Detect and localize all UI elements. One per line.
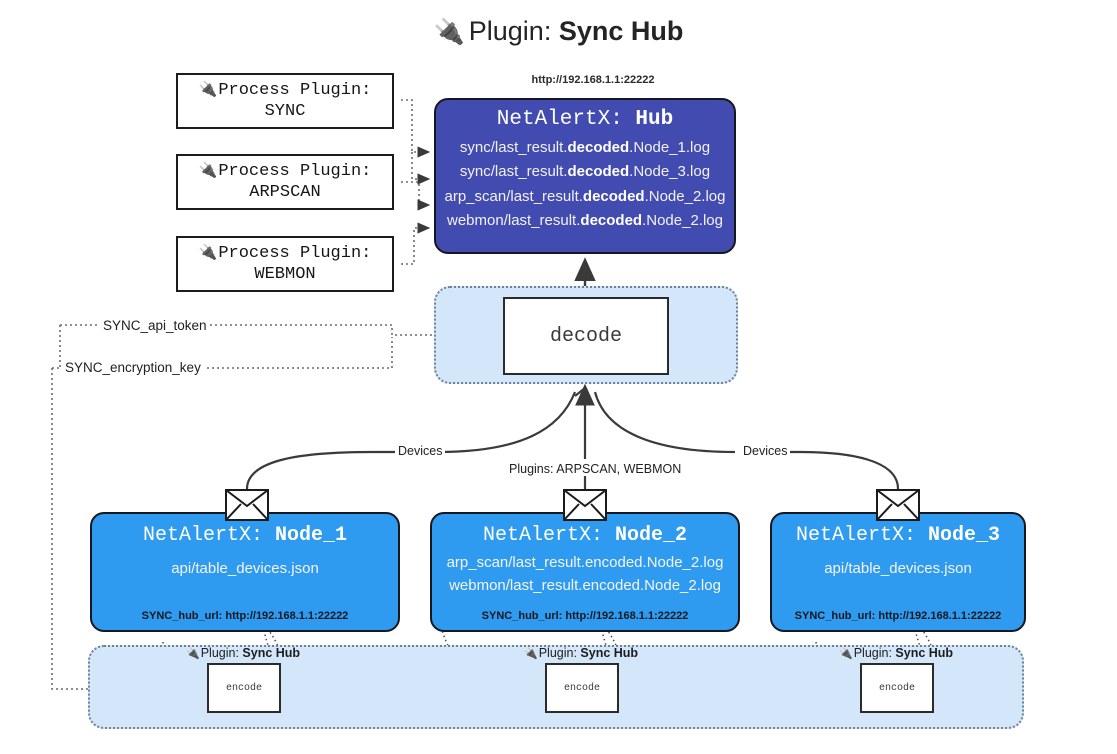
envelope-icon (225, 489, 269, 521)
node-title-prefix: NetAlertX: (482, 524, 615, 547)
node-hub-url-footer: SYNC_hub_url: http://192.168.1.1:22222 (141, 610, 349, 622)
hub-log-line: sync/last_result.decoded.Node_3.log (436, 160, 734, 184)
encode-plugin-label-name: Sync Hub (242, 646, 301, 660)
node-title-name: Node_2 (615, 524, 688, 547)
plug-icon: 🔌 (198, 244, 218, 262)
encode-plugin-label-1: 🔌Plugin: Sync Hub (186, 646, 300, 660)
node-title-name: Node_1 (275, 524, 348, 547)
encode-plugin-label-name: Sync Hub (580, 646, 639, 660)
process-plugin-arpscan[interactable]: 🔌Process Plugin: ARPSCAN (176, 154, 394, 210)
hub-log-line: webmon/last_result.decoded.Node_2.log (436, 209, 734, 233)
hub-url-label: http://192.168.1.1:22222 (531, 74, 655, 86)
node-line: api/table_devices.json (824, 560, 972, 577)
page-title: 🔌Plugin: Sync Hub (0, 16, 1117, 47)
hub-log-em: decoded (580, 212, 643, 230)
hub-log-pre: webmon/last_result. (447, 212, 581, 230)
decode-box[interactable]: decode (503, 297, 669, 375)
plug-icon: 🔌 (198, 81, 218, 99)
hub-log-post: .Node_1.log (629, 139, 711, 156)
hub-log-post: .Node_2.log (642, 212, 723, 230)
hub-box[interactable]: NetAlertX: Hub sync/last_result.decoded.… (434, 98, 736, 254)
hub-log-pre: sync/last_result. (459, 139, 568, 156)
envelope-icon (563, 489, 607, 521)
hub-log-em: decoded (567, 139, 630, 156)
process-plugin-arpscan-line2: ARPSCAN (249, 183, 321, 202)
encode-box-3[interactable]: encode (860, 663, 934, 713)
node-title: NetAlertX: Node_1 (92, 524, 398, 547)
hub-log-em: decoded (567, 163, 630, 181)
sync-api-token-label: SYNC_api_token (100, 318, 210, 333)
process-plugin-webmon-line2: WEBMON (254, 265, 316, 284)
page-title-name: Sync Hub (558, 16, 684, 46)
node-title: NetAlertX: Node_3 (772, 524, 1024, 547)
node-line: webmon/last_result.encoded.Node_2.log (449, 577, 721, 595)
encode-plugin-label-2: 🔌Plugin: Sync Hub (524, 646, 638, 660)
process-plugin-sync-line1: Process Plugin: (218, 80, 372, 100)
process-plugin-webmon[interactable]: 🔌Process Plugin: WEBMON (176, 236, 394, 292)
node-hub-url-footer: SYNC_hub_url: http://192.168.1.1:22222 (794, 610, 1002, 622)
node-title-prefix: NetAlertX: (795, 524, 928, 547)
hub-log-line: arp_scan/last_result.decoded.Node_2.log (436, 185, 734, 209)
encode-box-1[interactable]: encode (207, 663, 281, 713)
hub-title: NetAlertX: Hub (436, 108, 734, 131)
hub-log-pre: arp_scan/last_result. (444, 187, 583, 205)
hub-log-post: .Node_2.log (644, 187, 726, 205)
encode-plugin-label-prefix: Plugin: (200, 646, 243, 660)
node-box-node-2[interactable]: NetAlertX: Node_2 arp_scan/last_result.e… (430, 512, 740, 632)
encode-box-2[interactable]: encode (545, 663, 619, 713)
encode-plugin-label-prefix: Plugin: (538, 646, 581, 660)
encode-plugin-label-prefix: Plugin: (853, 646, 896, 660)
hub-title-name: Hub (635, 108, 674, 131)
plug-icon: 🔌 (839, 648, 853, 660)
edge-label-devices-left: Devices (395, 444, 446, 458)
plug-icon: 🔌 (186, 648, 200, 660)
node-hub-url-footer: SYNC_hub_url: http://192.168.1.1:22222 (481, 610, 689, 622)
hub-log-line: sync/last_result.decoded.Node_1.log (436, 136, 734, 160)
node-line: arp_scan/last_result.encoded.Node_2.log (446, 554, 724, 571)
process-plugin-sync[interactable]: 🔌Process Plugin: SYNC (176, 73, 394, 129)
plug-icon: 🔌 (524, 648, 538, 660)
node-title-prefix: NetAlertX: (142, 524, 275, 547)
node-box-node-3[interactable]: NetAlertX: Node_3 api/table_devices.json… (770, 512, 1026, 632)
edge-label-plugins: Plugins: ARPSCAN, WEBMON (506, 462, 685, 476)
sync-encryption-key-label: SYNC_encryption_key (62, 360, 204, 375)
hub-log-em: decoded (582, 187, 645, 205)
edge-label-devices-right: Devices (740, 444, 791, 458)
hub-title-prefix: NetAlertX: (496, 108, 636, 131)
node-title: NetAlertX: Node_2 (432, 524, 738, 547)
envelope-icon (876, 489, 920, 521)
process-plugin-sync-line2: SYNC (264, 102, 306, 121)
hub-log-pre: sync/last_result. (459, 163, 568, 181)
process-plugin-arpscan-line1: Process Plugin: (218, 161, 372, 181)
encode-plugin-label-name: Sync Hub (895, 646, 954, 660)
node-box-node-1[interactable]: NetAlertX: Node_1 api/table_devices.json… (90, 512, 400, 632)
hub-log-post: .Node_3.log (629, 163, 711, 181)
page-title-prefix: Plugin: (468, 16, 559, 46)
plug-icon: 🔌 (198, 162, 218, 180)
encode-plugin-label-3: 🔌Plugin: Sync Hub (839, 646, 953, 660)
node-title-name: Node_3 (928, 524, 1001, 547)
node-line: api/table_devices.json (171, 560, 319, 577)
plug-icon: 🔌 (433, 18, 465, 46)
process-plugin-webmon-line1: Process Plugin: (218, 243, 372, 263)
